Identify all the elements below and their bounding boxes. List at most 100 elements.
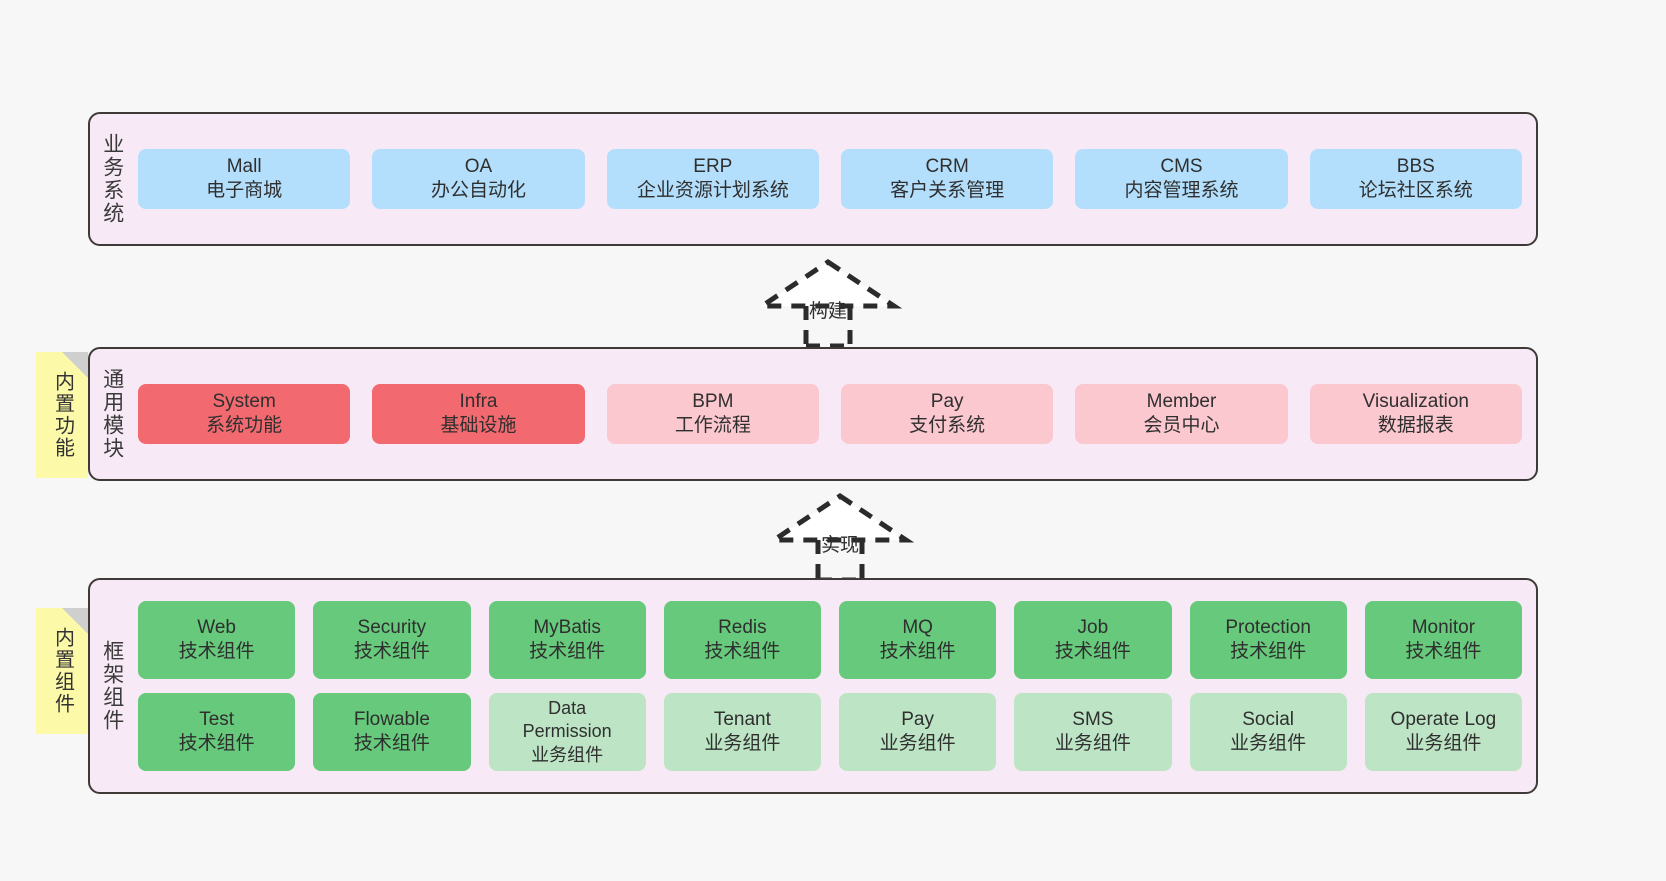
card-security[interactable]: Security 技术组件 bbox=[313, 601, 471, 679]
card-subtitle: 办公自动化 bbox=[430, 180, 526, 201]
card-subtitle: 业务组件 bbox=[1230, 733, 1307, 754]
card-sms[interactable]: SMS 业务组件 bbox=[1014, 693, 1172, 771]
card-subtitle: 业务组件 bbox=[704, 733, 781, 754]
card-subtitle: 业务组件 bbox=[531, 744, 604, 765]
card-infra[interactable]: Infra 基础设施 bbox=[372, 383, 585, 445]
card-title: CRM bbox=[925, 155, 969, 177]
card-subtitle: 数据报表 bbox=[1377, 415, 1454, 436]
card-subtitle: 技术组件 bbox=[529, 641, 606, 662]
card-test[interactable]: Test 技术组件 bbox=[138, 693, 296, 771]
card-subtitle: 工作流程 bbox=[674, 415, 751, 436]
card-title: Web bbox=[197, 616, 236, 638]
card-title: Pay bbox=[901, 708, 934, 730]
card-title: Visualization bbox=[1362, 390, 1469, 412]
card-title: Social bbox=[1242, 708, 1294, 730]
section-body-business-systems: Mall 电子商城 OA 办公自动化 ERP 企业资源计划系统 CRM 客户关系… bbox=[134, 114, 1536, 244]
card-member[interactable]: Member 会员中心 bbox=[1075, 383, 1288, 445]
section-title-common-modules: 通用模块 bbox=[100, 368, 124, 460]
card-row: Mall 电子商城 OA 办公自动化 ERP 企业资源计划系统 CRM 客户关系… bbox=[138, 148, 1522, 210]
card-title: BBS bbox=[1396, 155, 1435, 177]
card-title-line2: Permission bbox=[522, 721, 612, 742]
card-mybatis[interactable]: MyBatis 技术组件 bbox=[488, 601, 646, 679]
card-row: System 系统功能 Infra 基础设施 BPM 工作流程 Pay 支付系统… bbox=[138, 383, 1522, 445]
section-title-framework-components: 框架组件 bbox=[100, 640, 124, 732]
card-subtitle: 内容管理系统 bbox=[1124, 180, 1239, 201]
card-mall[interactable]: Mall 电子商城 bbox=[138, 148, 351, 210]
card-row: Test 技术组件 Flowable 技术组件 Data Permission … bbox=[138, 693, 1522, 771]
card-title: Security bbox=[357, 616, 427, 638]
card-subtitle: 技术组件 bbox=[1054, 641, 1131, 662]
card-subtitle: 技术组件 bbox=[879, 641, 956, 662]
card-title: Test bbox=[199, 708, 235, 730]
card-row: Web 技术组件 Security 技术组件 MyBatis 技术组件 Redi… bbox=[138, 601, 1522, 679]
card-subtitle: 技术组件 bbox=[704, 641, 781, 662]
card-subtitle: 客户关系管理 bbox=[890, 180, 1005, 201]
card-title: ERP bbox=[693, 155, 733, 177]
card-title: Pay bbox=[930, 390, 964, 412]
card-bpm[interactable]: BPM 工作流程 bbox=[606, 383, 819, 445]
card-tenant[interactable]: Tenant 业务组件 bbox=[663, 693, 821, 771]
card-operate-log[interactable]: Operate Log 业务组件 bbox=[1364, 693, 1522, 771]
card-protection[interactable]: Protection 技术组件 bbox=[1189, 601, 1347, 679]
card-pay-business[interactable]: Pay 业务组件 bbox=[839, 693, 997, 771]
card-title: Protection bbox=[1225, 616, 1311, 638]
arrow-label-build: 构建 bbox=[808, 301, 847, 322]
card-monitor[interactable]: Monitor 技术组件 bbox=[1364, 601, 1522, 679]
card-cms[interactable]: CMS 内容管理系统 bbox=[1075, 148, 1288, 210]
card-crm[interactable]: CRM 客户关系管理 bbox=[840, 148, 1054, 210]
card-social[interactable]: Social 业务组件 bbox=[1189, 693, 1347, 771]
card-visualization[interactable]: Visualization 数据报表 bbox=[1309, 383, 1522, 445]
card-subtitle: 业务组件 bbox=[879, 733, 956, 754]
card-data-permission[interactable]: Data Permission 业务组件 bbox=[488, 693, 646, 771]
sticky-note-label: 内置功能 bbox=[51, 371, 74, 459]
card-flowable[interactable]: Flowable 技术组件 bbox=[313, 693, 471, 771]
card-title: Data bbox=[548, 698, 587, 719]
card-pay[interactable]: Pay 支付系统 bbox=[840, 383, 1054, 445]
card-title: System bbox=[212, 390, 276, 412]
card-title: Operate Log bbox=[1390, 708, 1497, 730]
card-subtitle: 会员中心 bbox=[1143, 415, 1220, 436]
card-title: Tenant bbox=[713, 708, 771, 730]
folded-corner-icon bbox=[62, 608, 88, 634]
section-common-modules: 通用模块 System 系统功能 Infra 基础设施 BPM 工作流程 Pay… bbox=[88, 347, 1538, 481]
card-title: CMS bbox=[1160, 155, 1203, 177]
card-title: SMS bbox=[1072, 708, 1114, 730]
card-subtitle: 系统功能 bbox=[206, 415, 283, 436]
section-body-common-modules: System 系统功能 Infra 基础设施 BPM 工作流程 Pay 支付系统… bbox=[134, 349, 1536, 479]
card-title: Redis bbox=[718, 616, 767, 638]
card-title: MQ bbox=[902, 616, 933, 638]
card-subtitle: 技术组件 bbox=[178, 733, 255, 754]
card-subtitle: 企业资源计划系统 bbox=[636, 180, 789, 201]
sticky-note-builtin-features: 内置功能 bbox=[36, 352, 88, 478]
arrow-head-triangle bbox=[753, 258, 903, 309]
card-subtitle: 支付系统 bbox=[909, 415, 986, 436]
card-redis[interactable]: Redis 技术组件 bbox=[663, 601, 821, 679]
card-erp[interactable]: ERP 企业资源计划系统 bbox=[606, 148, 819, 210]
card-web[interactable]: Web 技术组件 bbox=[138, 601, 296, 679]
card-subtitle: 技术组件 bbox=[353, 641, 430, 662]
section-framework-components: 框架组件 Web 技术组件 Security 技术组件 MyBatis 技术组件… bbox=[88, 578, 1538, 794]
card-title: Infra bbox=[459, 390, 498, 412]
card-subtitle: 技术组件 bbox=[1230, 641, 1307, 662]
card-subtitle: 业务组件 bbox=[1054, 733, 1131, 754]
card-bbs[interactable]: BBS 论坛社区系统 bbox=[1309, 148, 1522, 210]
card-title: Mall bbox=[226, 155, 262, 177]
card-subtitle: 电子商城 bbox=[206, 180, 283, 201]
card-oa[interactable]: OA 办公自动化 bbox=[372, 148, 585, 210]
card-title: MyBatis bbox=[533, 616, 601, 638]
section-business-systems: 业务系统 Mall 电子商城 OA 办公自动化 ERP 企业资源计划系统 CRM… bbox=[88, 112, 1538, 246]
card-subtitle: 技术组件 bbox=[1405, 641, 1482, 662]
card-title: OA bbox=[464, 155, 493, 177]
folded-corner-icon bbox=[62, 352, 88, 378]
card-system[interactable]: System 系统功能 bbox=[138, 383, 351, 445]
arrow-head-triangle bbox=[765, 492, 915, 543]
card-title: Flowable bbox=[353, 708, 430, 730]
card-title: Monitor bbox=[1411, 616, 1476, 638]
card-title: BPM bbox=[692, 390, 734, 412]
card-job[interactable]: Job 技术组件 bbox=[1014, 601, 1172, 679]
arrow-label-implement: 实现 bbox=[820, 535, 859, 556]
card-mq[interactable]: MQ 技术组件 bbox=[839, 601, 997, 679]
sticky-note-builtin-components: 内置组件 bbox=[36, 608, 88, 734]
card-subtitle: 技术组件 bbox=[353, 733, 430, 754]
section-title-business-systems: 业务系统 bbox=[100, 133, 124, 225]
